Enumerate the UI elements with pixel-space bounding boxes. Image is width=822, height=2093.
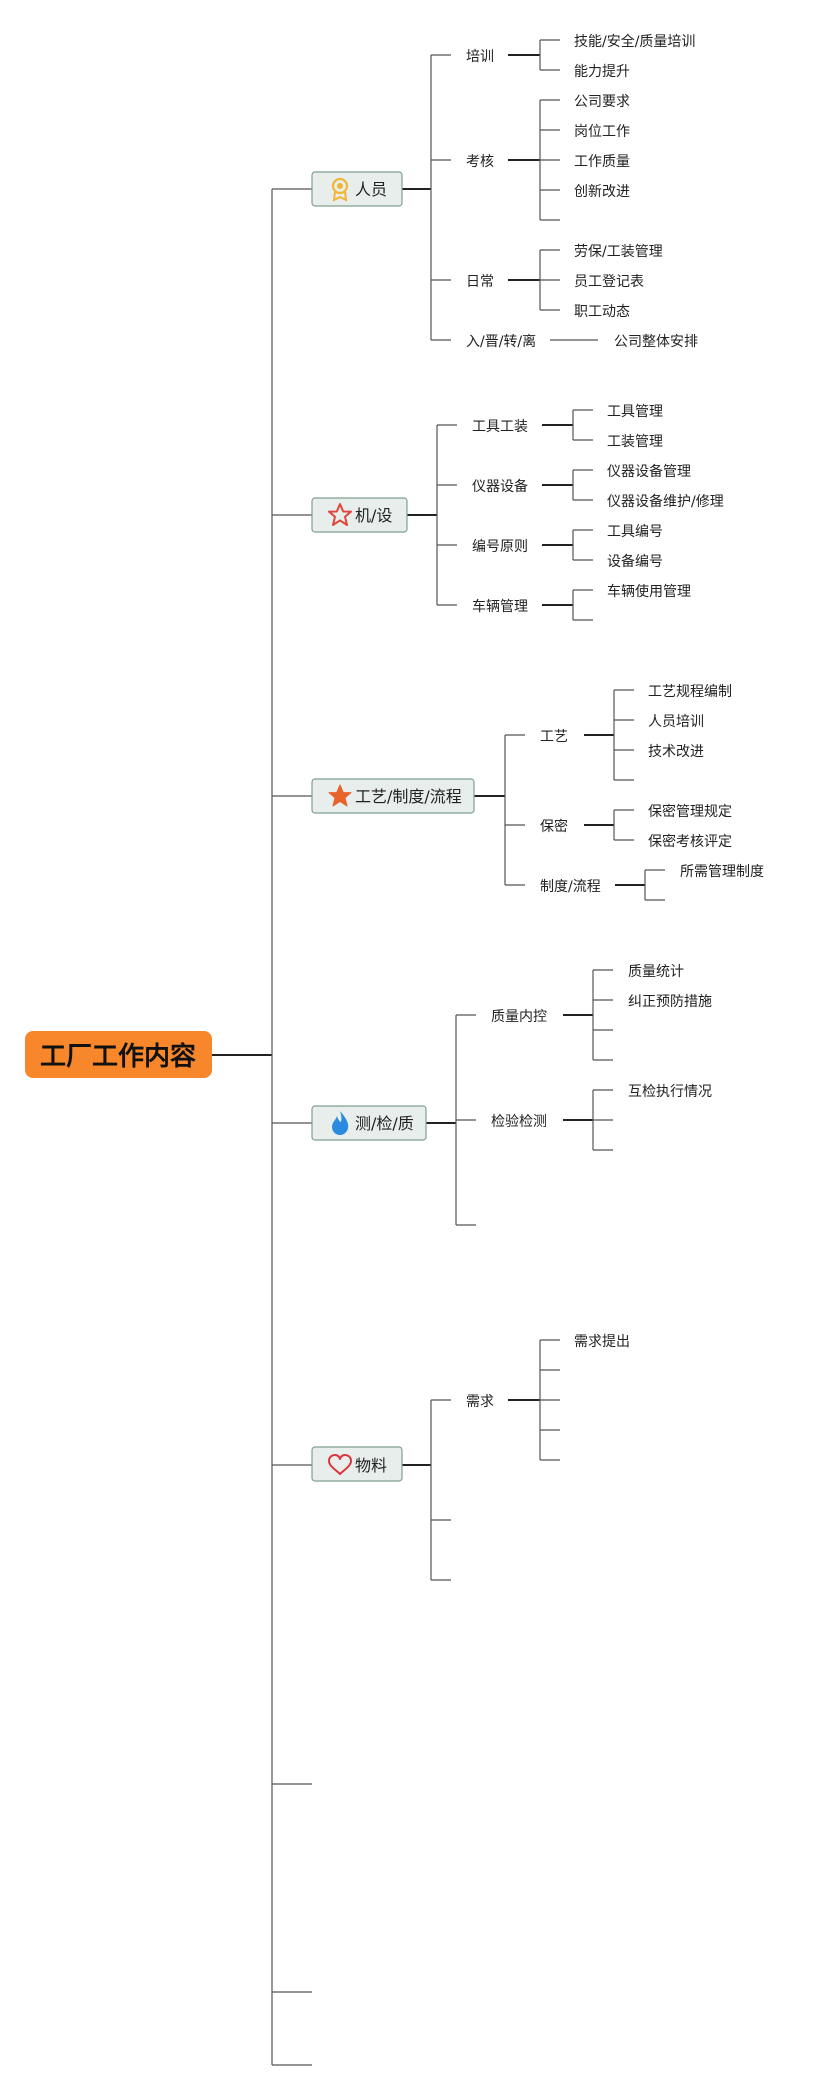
- leaf-label[interactable]: 创新改进: [574, 184, 630, 200]
- category-label: 物料: [355, 1456, 387, 1475]
- category-label: 工艺/制度/流程: [355, 787, 462, 806]
- subtopic-label[interactable]: 入/晋/转/离: [466, 333, 536, 350]
- leaf-label[interactable]: 所需管理制度: [680, 864, 764, 880]
- leaf-label[interactable]: 工装管理: [607, 434, 663, 450]
- leaf-label[interactable]: 仪器设备管理: [607, 463, 691, 480]
- leaf-label[interactable]: 仪器设备维护/修理: [607, 493, 724, 510]
- subtopic-label[interactable]: 考核: [466, 154, 494, 170]
- subtopic-label[interactable]: 检验检测: [491, 1114, 547, 1130]
- leaf-label[interactable]: 纠正预防措施: [628, 994, 712, 1010]
- subtopic-label[interactable]: 制度/流程: [540, 879, 601, 895]
- leaf-label[interactable]: 公司整体安排: [614, 334, 698, 350]
- category-label: 机/设: [355, 506, 392, 525]
- subtopics: 培训 考核 日常 入/晋/转/离 工具工装 仪器设备 编号原则 车辆管理 工艺 …: [466, 49, 601, 1410]
- leaf-label[interactable]: 设备编号: [607, 553, 663, 570]
- subtopic-label[interactable]: 培训: [466, 49, 494, 65]
- leaf-label[interactable]: 劳保/工装管理: [574, 244, 663, 260]
- leaf-label[interactable]: 岗位工作: [574, 124, 630, 140]
- connector-lines: [212, 39, 665, 2066]
- subtopic-label[interactable]: 编号原则: [472, 539, 528, 555]
- leaf-label[interactable]: 互检执行情况: [628, 1084, 712, 1100]
- flame-icon: [332, 1111, 349, 1135]
- leaf-label[interactable]: 职工动态: [574, 304, 630, 320]
- medal-icon: [331, 177, 349, 202]
- category-label: 人员: [355, 180, 387, 199]
- root-node-box: [25, 1031, 212, 1078]
- category-node-people[interactable]: 人员: [311, 171, 403, 207]
- leaf-label[interactable]: 工艺规程编制: [648, 684, 732, 700]
- category-node-process[interactable]: 工艺/制度/流程: [311, 778, 475, 814]
- category-node-machines[interactable]: 机/设: [311, 497, 408, 533]
- category-node-quality[interactable]: 测/检/质: [311, 1105, 427, 1141]
- leaf-label[interactable]: 公司要求: [574, 94, 630, 110]
- subtopic-label[interactable]: 质量内控: [491, 1009, 547, 1025]
- subtopic-label[interactable]: 仪器设备: [472, 478, 528, 495]
- leaf-label[interactable]: 人员培训: [648, 714, 704, 730]
- leaf-label[interactable]: 工具编号: [607, 524, 663, 540]
- star-outline-icon: [328, 503, 352, 526]
- leaves: 技能/安全/质量培训 能力提升 公司要求 岗位工作 工作质量 创新改进 劳保/工…: [574, 33, 764, 1350]
- category-label: 测/检/质: [355, 1114, 414, 1133]
- subtopic-label[interactable]: 车辆管理: [472, 598, 528, 615]
- subtopic-label[interactable]: 保密: [540, 818, 568, 835]
- star-filled-icon: [328, 784, 352, 807]
- leaf-label[interactable]: 技术改进: [648, 744, 704, 760]
- heart-icon: [328, 1454, 352, 1475]
- subtopic-label[interactable]: 日常: [466, 274, 494, 290]
- leaf-label[interactable]: 保密考核评定: [648, 833, 732, 850]
- subtopic-label[interactable]: 工艺: [540, 729, 568, 745]
- leaf-label[interactable]: 质量统计: [628, 964, 684, 980]
- leaf-label[interactable]: 车辆使用管理: [607, 583, 691, 600]
- category-box: [311, 778, 475, 814]
- leaf-label[interactable]: 能力提升: [574, 64, 630, 80]
- leaf-label[interactable]: 工具管理: [607, 404, 663, 420]
- subtopic-label[interactable]: 需求: [466, 1394, 494, 1410]
- leaf-label[interactable]: 技能/安全/质量培训: [574, 33, 695, 50]
- root-node-label: 工厂工作内容: [40, 1041, 196, 1072]
- subtopic-label[interactable]: 工具工装: [472, 419, 528, 435]
- root-node[interactable]: 工厂工作内容: [25, 1031, 212, 1078]
- category-node-materials[interactable]: 物料: [311, 1446, 403, 1482]
- leaf-label[interactable]: 员工登记表: [574, 274, 644, 290]
- leaf-label[interactable]: 工作质量: [574, 154, 630, 170]
- leaf-label[interactable]: 需求提出: [574, 1334, 630, 1350]
- leaf-label[interactable]: 保密管理规定: [648, 803, 732, 820]
